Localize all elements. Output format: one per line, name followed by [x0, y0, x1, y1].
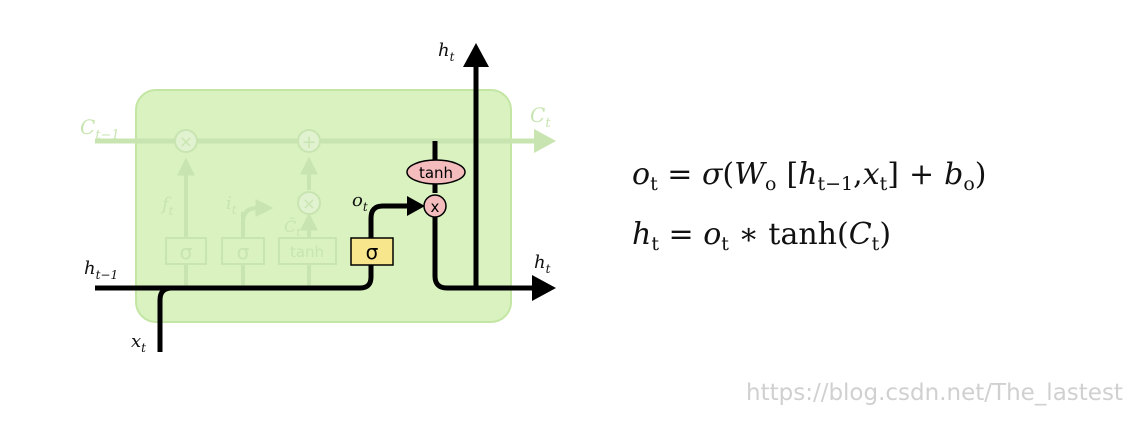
h-prev-line: [95, 264, 374, 291]
cell-add-symbol: +: [301, 132, 316, 153]
input-multiply-op: [297, 191, 321, 215]
faded-labels: Ct−1 Ct ft it C̃t: [80, 103, 551, 239]
input-gate-label: σ: [237, 240, 250, 264]
x-label: xt: [131, 331, 146, 355]
h-out-right-arrowhead: [532, 275, 556, 301]
forget-gate-box: [165, 237, 207, 265]
c-next-label: Ct: [530, 103, 551, 131]
forget-multiply-op: [174, 129, 198, 153]
input-gate-box: [221, 237, 265, 265]
faded-ops: × + ×: [174, 129, 321, 215]
cell-add-op: [297, 129, 321, 153]
o-label: ot: [352, 190, 368, 214]
i-label: it: [226, 193, 237, 217]
h-prev-label: ht−1: [84, 258, 118, 282]
h-out-top-label: ht: [438, 40, 455, 64]
output-gate-box: [350, 237, 394, 266]
output-multiply-symbol: x: [431, 198, 440, 216]
hidden-state-equation: ht = ot ∗ tanh(Ct): [632, 217, 892, 255]
candidate-gate-label: tanh: [290, 243, 324, 261]
output-tanh-label: tanh: [419, 164, 453, 182]
forget-gate-label: σ: [180, 240, 193, 264]
input-multiply-symbol: ×: [302, 194, 315, 213]
c-tilde-label: C̃t: [284, 217, 301, 239]
forget-multiply-symbol: ×: [179, 132, 192, 151]
output-tanh-op: [406, 159, 466, 185]
h-out-top-arrowhead: [463, 43, 489, 67]
h-out-line: [432, 217, 536, 291]
active-labels: ot ht−1 ht ht xt: [84, 40, 551, 355]
candidate-gate-box: [278, 237, 337, 265]
c-prev-label: Ct−1: [80, 115, 120, 143]
output-gate-arrowhead: [407, 196, 425, 216]
output-gate-label: σ: [366, 240, 379, 264]
output-multiply-op: [423, 194, 447, 218]
output-gate-line: [368, 203, 412, 238]
h-out-right-label: ht: [534, 252, 551, 276]
faded-gates: σ σ tanh: [165, 237, 337, 265]
x-line: [157, 285, 173, 352]
watermark: https://blog.csdn.net/The_lastest: [746, 380, 1123, 406]
output-gate-equation: ot = σ(Wo[ht−1,xt]+bo): [632, 157, 987, 195]
